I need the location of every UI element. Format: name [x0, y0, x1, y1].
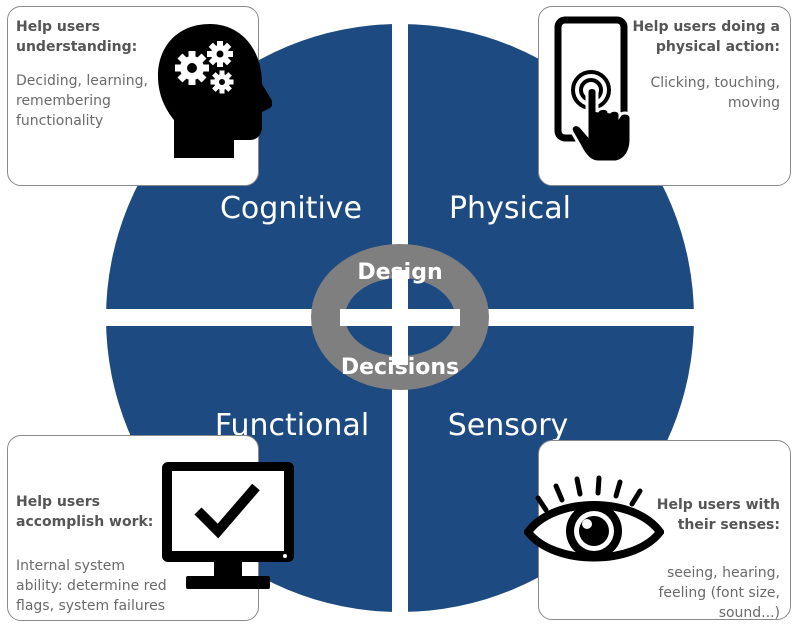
physical-box-title: Help users doing a physical action: [539, 17, 780, 57]
physical-box-body: Clicking, touching, moving [539, 73, 780, 113]
cognitive-body-line: Deciding, learning, [16, 73, 148, 89]
cognitive-box-title: Help users understanding: [16, 17, 258, 57]
sensory-title-line: Help users with [656, 497, 780, 513]
sensory-body-line: feeling (font size, [658, 585, 780, 601]
cognitive-body-line: remembering [16, 93, 111, 109]
sensory-box-body: seeing, hearing, feeling (font size, sou… [539, 563, 780, 623]
physical-title-line: Help users doing a [632, 19, 780, 35]
head-with-gears-icon [158, 24, 272, 158]
cognitive-title-line: Help users [16, 19, 100, 35]
functional-body-line: ability: determine red [16, 578, 167, 594]
physical-body-line: Clicking, touching, [650, 75, 780, 91]
monitor-checkmark-icon [162, 462, 294, 589]
functional-title-line: Help users [16, 494, 100, 510]
phone-tap-icon [554, 16, 633, 164]
eye-icon [524, 475, 664, 562]
center-ring [311, 244, 489, 390]
physical-body-line: moving [727, 95, 780, 111]
cognitive-title-line: understanding: [16, 39, 138, 55]
functional-title-line: accomplish work: [16, 514, 154, 530]
quadrant-label-sensory: Sensory [448, 408, 569, 443]
cognitive-box-body: Deciding, learning, remembering function… [16, 71, 258, 131]
center-divider-h [340, 309, 460, 326]
sensory-title-line: their senses: [677, 517, 780, 533]
functional-box-body: Internal system ability: determine red f… [16, 556, 258, 616]
functional-box-title: Help users accomplish work: [16, 492, 258, 532]
quadrant-label-cognitive: Cognitive [220, 191, 362, 226]
center-label-decisions: Decisions [341, 355, 459, 380]
physical-title-line: physical action: [655, 39, 780, 55]
quadrant-label-physical: Physical [449, 191, 571, 226]
cognitive-body-line: functionality [16, 113, 104, 129]
sensory-body-line: seeing, hearing, [667, 565, 780, 581]
functional-body-line: flags, system failures [16, 598, 166, 614]
sensory-box-title: Help users with their senses: [539, 495, 780, 535]
functional-body-line: Internal system [16, 558, 126, 574]
sensory-body-line: sound...) [718, 605, 780, 621]
center-label-design: Design [357, 260, 442, 285]
